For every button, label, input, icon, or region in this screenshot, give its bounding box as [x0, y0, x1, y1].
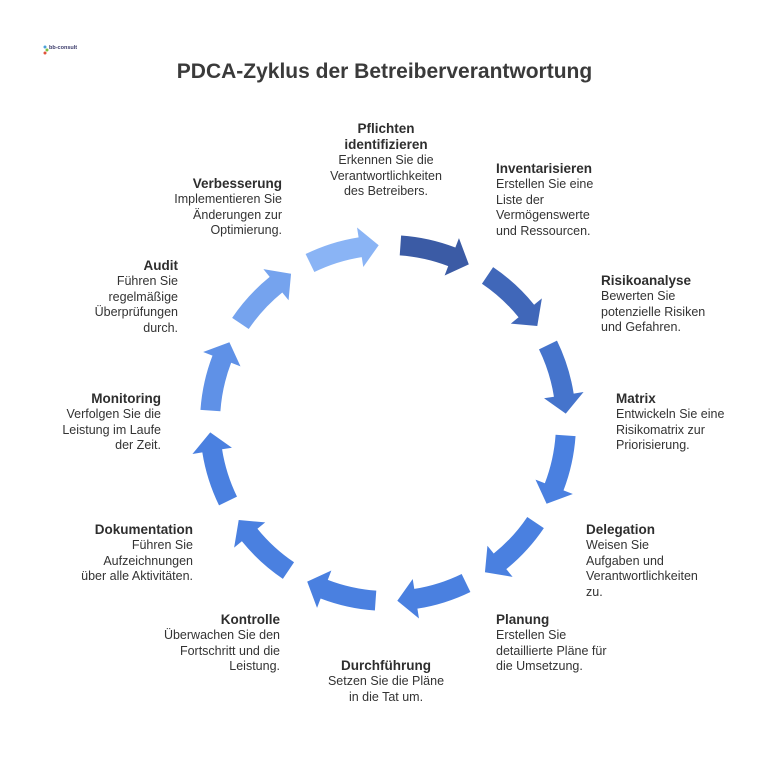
step-delegation: Delegation Weisen Sie Aufgaben und Veran… — [586, 522, 756, 600]
step-desc: Führen Sie Aufzeichnungen über alle Akti… — [81, 538, 193, 583]
step-title: Kontrolle — [220, 612, 280, 627]
cycle-arrow-11 — [232, 269, 292, 330]
step-desc: Führen Sie regelmäßige Überprüfungen dur… — [94, 274, 178, 335]
step-title: Delegation — [586, 522, 656, 537]
step-title: Matrix — [616, 391, 656, 406]
step-desc: Erkennen Sie die Verantwortlichkeiten de… — [330, 153, 442, 198]
step-desc: Entwickeln Sie eine Risikomatrix zur Pri… — [616, 407, 725, 452]
step-title: Pflichten identifizieren — [344, 121, 428, 152]
step-durchfuehrung: Durchführung Setzen Sie die Pläne in die… — [306, 658, 466, 705]
step-title: Planung — [496, 612, 550, 627]
cycle-arrow-1 — [399, 235, 469, 276]
step-audit: Audit Führen Sie regelmäßige Überprüfung… — [20, 258, 178, 336]
step-desc: Erstellen Sie detaillierte Pläne für die… — [496, 628, 607, 673]
cycle-arrow-10 — [200, 342, 241, 412]
cycle-arrow-8 — [234, 519, 295, 579]
logo-mark-icon — [43, 45, 49, 55]
step-planung: Planung Erstellen Sie detaillierte Pläne… — [496, 612, 666, 675]
logo: bb-consult — [42, 42, 90, 58]
step-pflichten-identifizieren: Pflichten identifizieren Erkennen Sie di… — [306, 121, 466, 200]
step-title: Inventarisieren — [496, 161, 593, 176]
step-title: Monitoring — [91, 391, 161, 406]
step-desc: Setzen Sie die Pläne in die Tat um. — [327, 674, 445, 704]
step-inventarisieren: Inventarisieren Erstellen Sie eine Liste… — [496, 161, 676, 239]
logo-text: bb-consult — [49, 45, 78, 51]
step-title: Dokumentation — [94, 522, 193, 537]
step-title: Verbesserung — [192, 176, 282, 191]
cycle-arrow-2 — [481, 267, 542, 327]
cycle-arrow-5 — [484, 516, 544, 577]
cycle-arrow-9 — [192, 432, 238, 506]
step-risikoanalyse: Risikoanalyse Bewerten Sie potenzielle R… — [601, 273, 761, 336]
step-desc: Verfolgen Sie die Leistung im Laufe der … — [62, 407, 161, 452]
cycle-arrow-4 — [535, 434, 576, 504]
step-monitoring: Monitoring Verfolgen Sie die Leistung im… — [10, 391, 161, 454]
step-desc: Überwachen Sie den Fortschritt und die L… — [163, 628, 280, 673]
cycle-arrow-6 — [397, 573, 471, 619]
cycle-arrow-12 — [305, 227, 379, 273]
cycle-arrow-7 — [307, 570, 377, 611]
cycle-arrow-3 — [538, 340, 584, 414]
step-title: Audit — [143, 258, 179, 273]
step-desc: Implementieren Sie Änderungen zur Optimi… — [174, 192, 282, 237]
page-title: PDCA-Zyklus der Betreiberverantwortung — [176, 60, 593, 83]
step-title: Durchführung — [341, 658, 431, 673]
step-matrix: Matrix Entwickeln Sie eine Risikomatrix … — [616, 391, 766, 454]
step-dokumentation: Dokumentation Führen Sie Aufzeichnungen … — [20, 522, 193, 585]
step-kontrolle: Kontrolle Überwachen Sie den Fortschritt… — [110, 612, 280, 675]
step-desc: Erstellen Sie eine Liste der Vermögenswe… — [496, 177, 594, 238]
step-desc: Weisen Sie Aufgaben und Verantwortlichke… — [586, 538, 698, 599]
step-verbesserung: Verbesserung Implementieren Sie Änderung… — [110, 176, 282, 239]
step-title: Risikoanalyse — [601, 273, 692, 288]
step-desc: Bewerten Sie potenzielle Risiken und Gef… — [601, 289, 706, 334]
